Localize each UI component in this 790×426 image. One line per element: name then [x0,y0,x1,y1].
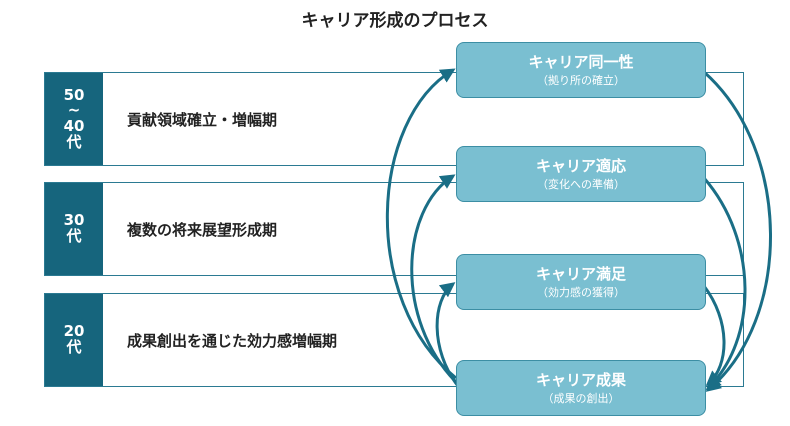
node-career-adaptation: キャリア適応 （変化への準備） [456,146,706,202]
curved-arrow-icon [435,282,460,387]
phase-label-50-40: 貢献領域確立・増幅期 [127,110,278,129]
curved-arrow-icon [410,174,458,384]
phase-label-20: 成果創出を通じた効力感増幅期 [127,331,338,350]
age-label-30: 30 代 [45,183,103,275]
curved-arrow-icon [385,68,457,380]
age-label-50-40: 50 ~ 40 代 [45,73,103,165]
age-label-20: 20 代 [45,294,103,386]
curved-arrow-icon [703,70,772,392]
curved-arrow-icon [702,285,726,386]
node-career-identity: キャリア同一性 （拠り所の確立） [456,42,706,98]
node-career-satisfaction: キャリア満足 （効力感の獲得） [456,254,706,310]
phase-label-30: 複数の将来展望形成期 [127,220,278,239]
diagram-title: キャリア形成のプロセス [301,11,489,31]
node-career-outcome: キャリア成果 （成果の創出） [456,360,706,416]
curved-arrow-icon [702,177,747,391]
